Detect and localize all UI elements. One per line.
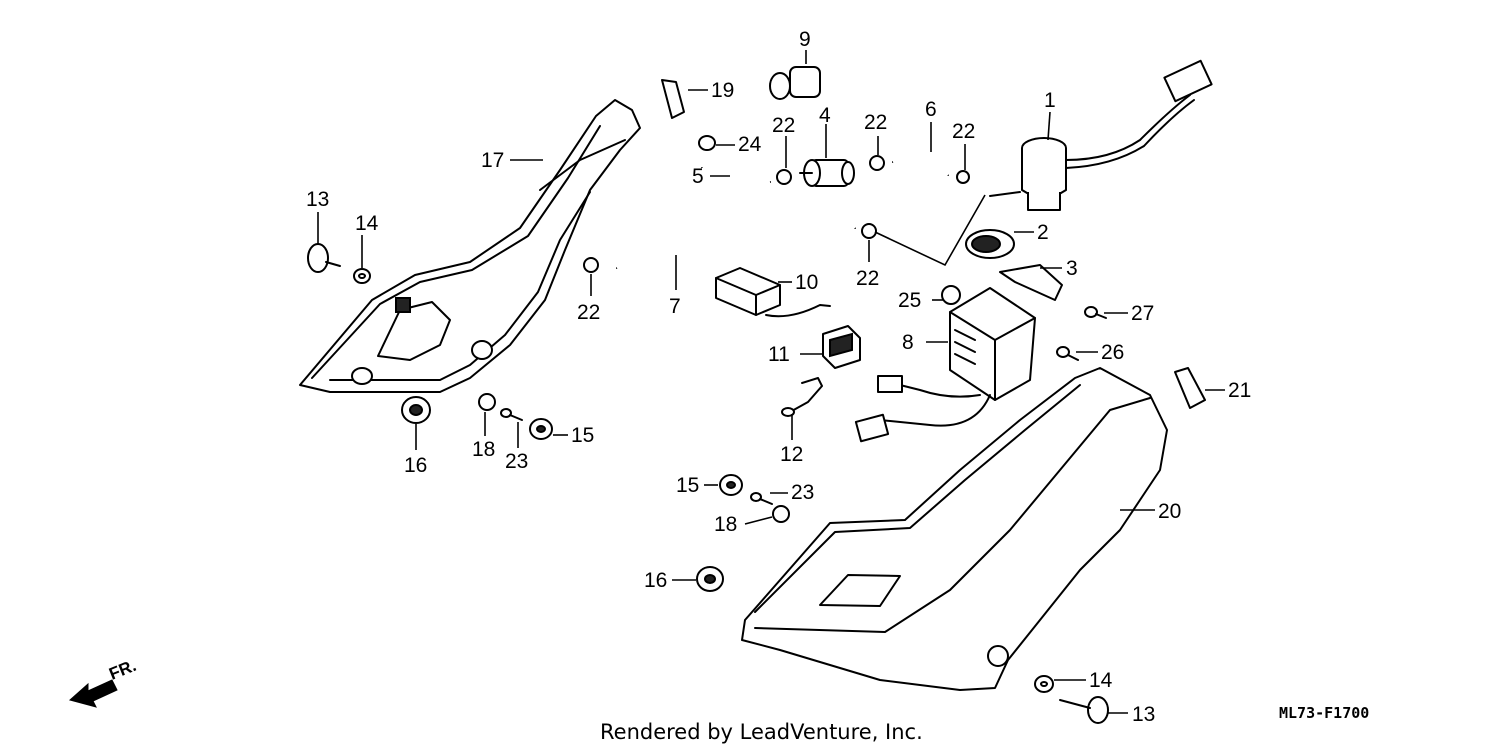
callout-23-bottom: 23 bbox=[791, 481, 814, 504]
rubber-pad-part-21[interactable] bbox=[1174, 367, 1206, 409]
front-direction-label: FR. bbox=[106, 656, 139, 684]
bolt-part-13-right[interactable] bbox=[1059, 696, 1109, 724]
callout-13-left: 13 bbox=[306, 188, 329, 211]
clip-part-22-a[interactable] bbox=[776, 169, 792, 185]
rubber-mount-part-11[interactable] bbox=[822, 325, 861, 369]
bracket-part-3[interactable] bbox=[999, 264, 1063, 301]
leader-lines bbox=[317, 50, 1225, 714]
grommet-part-15-top[interactable] bbox=[529, 418, 553, 440]
callout-18-bottom: 18 bbox=[714, 513, 737, 536]
tube-part-5[interactable] bbox=[699, 166, 771, 190]
collar-part-18-bottom[interactable] bbox=[772, 505, 790, 523]
callout-1: 1 bbox=[1044, 89, 1056, 112]
regulator-part-8[interactable] bbox=[854, 287, 1036, 443]
callout-15-top: 15 bbox=[571, 424, 594, 447]
callout-labels: 9 19 24 5 22 4 22 6 22 1 2 3 22 22 7 10 … bbox=[306, 28, 1251, 726]
callout-9: 9 bbox=[799, 28, 811, 51]
callout-27: 27 bbox=[1131, 302, 1154, 325]
valve-part-4[interactable] bbox=[799, 159, 855, 187]
main-switch-part-1[interactable] bbox=[989, 59, 1213, 211]
callout-4: 4 bbox=[819, 104, 831, 127]
callout-25: 24 bbox=[738, 133, 762, 156]
callout-13-right: 13 bbox=[1132, 703, 1155, 726]
screw-part-23-bottom[interactable] bbox=[750, 492, 773, 505]
side-cover-left-part-17[interactable] bbox=[299, 99, 641, 393]
callout-21: 21 bbox=[1228, 379, 1251, 402]
front-direction-arrow-icon: FR. bbox=[68, 656, 139, 708]
cap-part-9[interactable] bbox=[769, 66, 821, 100]
bolt-part-27[interactable] bbox=[1084, 306, 1107, 319]
callout-22-d: 22 bbox=[856, 267, 879, 290]
callout-14-right: 14 bbox=[1089, 669, 1113, 692]
tube-part-7[interactable] bbox=[615, 209, 859, 273]
callout-23-top: 23 bbox=[505, 450, 528, 473]
callout-5: 5 bbox=[692, 165, 704, 188]
screw-part-23-top[interactable] bbox=[500, 408, 523, 421]
callout-3: 3 bbox=[1066, 257, 1078, 280]
module-part-10[interactable] bbox=[715, 267, 831, 318]
callout-14-left: 14 bbox=[355, 212, 379, 235]
callout-18-top: 18 bbox=[472, 438, 495, 461]
callout-6: 6 bbox=[925, 98, 937, 121]
grommet-part-2[interactable] bbox=[965, 229, 1015, 259]
callout-22-a: 22 bbox=[772, 114, 795, 137]
clip-part-22-b[interactable] bbox=[869, 155, 885, 171]
grommet-part-15-bottom[interactable] bbox=[719, 474, 743, 496]
callout-22-e: 22 bbox=[577, 301, 600, 324]
tube-part-6[interactable] bbox=[891, 150, 952, 178]
callout-15-bottom: 15 bbox=[676, 474, 699, 497]
collar-part-18-top[interactable] bbox=[478, 393, 496, 411]
nut-part-25[interactable] bbox=[698, 135, 716, 151]
callout-12: 12 bbox=[780, 443, 803, 466]
stay-part-12[interactable] bbox=[781, 377, 823, 417]
clip-part-22-c[interactable] bbox=[956, 170, 970, 184]
callout-20: 20 bbox=[1158, 500, 1181, 523]
collar-part-24[interactable] bbox=[941, 285, 961, 305]
callout-10: 10 bbox=[795, 271, 818, 294]
clip-part-22-e[interactable] bbox=[583, 257, 599, 273]
bolt-part-13-left[interactable] bbox=[307, 243, 341, 273]
callout-16-bottom: 16 bbox=[644, 569, 667, 592]
callout-22-c: 22 bbox=[952, 120, 975, 143]
rubber-pad-part-19[interactable] bbox=[661, 79, 685, 119]
washer-part-14-right[interactable] bbox=[1034, 675, 1054, 693]
diagram-code: ML73-F1700 bbox=[1279, 704, 1369, 722]
callout-17: 17 bbox=[481, 149, 504, 172]
callout-26: 26 bbox=[1101, 341, 1124, 364]
callout-8: 8 bbox=[902, 331, 914, 354]
clip-part-22-d[interactable] bbox=[861, 223, 877, 239]
callout-7: 7 bbox=[669, 295, 681, 318]
callout-11: 11 bbox=[768, 343, 790, 366]
side-cover-right-part-20[interactable] bbox=[741, 367, 1168, 691]
grommet-part-16-bottom[interactable] bbox=[696, 566, 724, 592]
washer-part-14-left[interactable] bbox=[353, 268, 371, 284]
callout-16-top: 16 bbox=[404, 454, 427, 477]
callout-24: 25 bbox=[898, 289, 921, 312]
callout-22-b: 22 bbox=[864, 111, 887, 134]
grommet-part-16-top[interactable] bbox=[401, 396, 431, 424]
callout-19: 19 bbox=[711, 79, 734, 102]
bolt-part-26[interactable] bbox=[1056, 346, 1079, 361]
rendered-by-credit: Rendered by LeadVenture, Inc. bbox=[600, 720, 923, 744]
callout-2: 2 bbox=[1037, 221, 1049, 244]
